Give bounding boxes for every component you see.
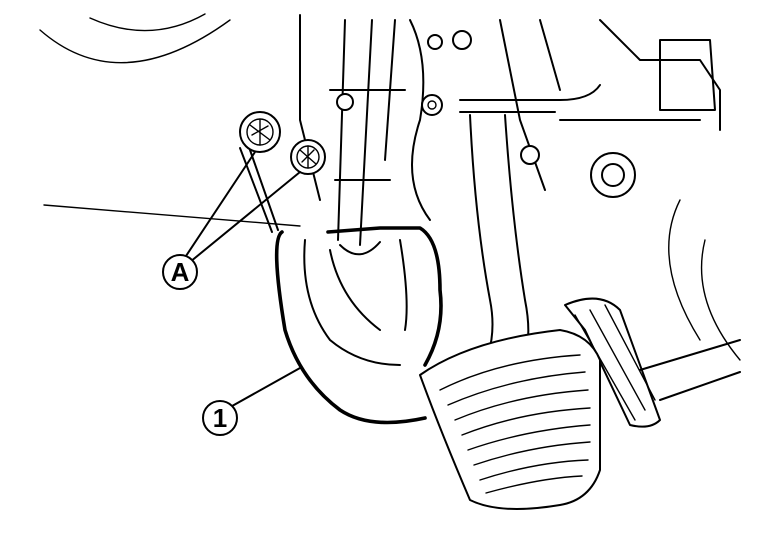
callout-1: 1 [202, 400, 238, 436]
clips-a [239, 111, 326, 233]
pedal-rod [329, 19, 406, 246]
callout-a-label: A [171, 257, 190, 287]
pedal-cover-part-1 [274, 226, 443, 425]
leader-lines [181, 151, 301, 411]
callout-a: A [162, 254, 198, 290]
callout-1-label: 1 [213, 403, 227, 433]
upper-mechanism [299, 14, 721, 221]
accelerator-pedal [564, 297, 741, 428]
pedal-pad [419, 329, 601, 510]
background-contours [39, 13, 741, 361]
